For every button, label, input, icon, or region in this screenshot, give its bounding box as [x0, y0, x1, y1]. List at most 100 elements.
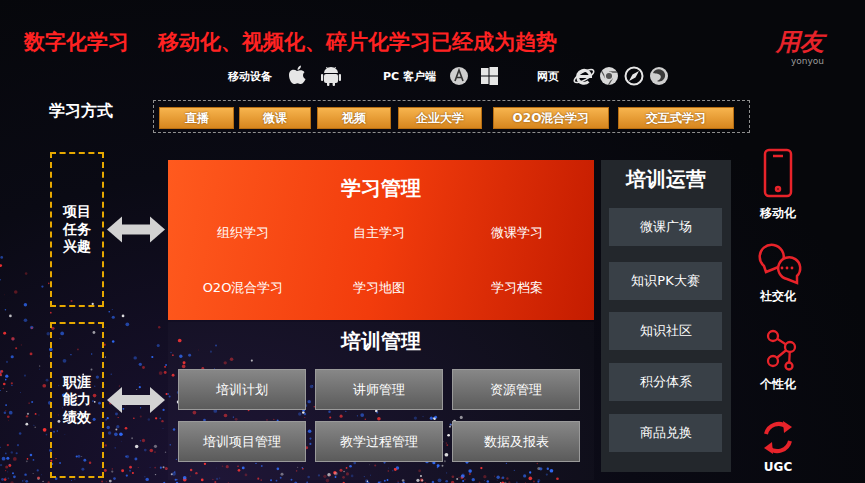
background-dot — [119, 385, 120, 386]
background-dot — [462, 480, 464, 482]
background-dot — [140, 415, 142, 417]
background-dot — [22, 480, 23, 481]
windows-pane — [481, 68, 489, 76]
panel-item: 学习档案 — [491, 279, 543, 297]
background-dot — [33, 459, 35, 461]
background-dot — [37, 477, 40, 480]
background-dot — [96, 375, 99, 378]
chat-dot — [786, 267, 789, 270]
background-dot — [504, 482, 506, 483]
background-dot — [154, 445, 157, 448]
driver-box: 职涯能力绩效 — [50, 322, 104, 478]
background-dot — [109, 401, 112, 404]
background-dot — [92, 303, 94, 305]
background-dot — [384, 480, 386, 482]
box-label: 知识社区 — [640, 322, 692, 340]
box-label: 交互式学习 — [646, 110, 706, 127]
method-group: 学习方式直播微课视频企业大学O2O混合学习交互式学习 — [153, 100, 750, 133]
background-dot — [93, 331, 96, 334]
background-dot — [138, 467, 139, 468]
box-label: 数据及报表 — [484, 433, 549, 451]
windows-pane — [490, 77, 499, 86]
background-dot — [25, 272, 28, 275]
background-dot — [112, 316, 115, 319]
background-dot — [104, 344, 106, 346]
box-label: 讲师管理 — [353, 381, 405, 399]
background-dot — [276, 480, 278, 482]
background-dot — [48, 481, 50, 483]
background-dot — [81, 455, 83, 457]
background-dot — [142, 439, 145, 442]
app-store-mark — [455, 70, 463, 81]
background-dot — [136, 389, 137, 390]
background-dot — [32, 473, 34, 475]
cycle-head — [783, 421, 792, 433]
background-dot — [57, 430, 58, 431]
background-dot — [0, 373, 2, 377]
background-dot — [0, 279, 1, 280]
background-dot — [108, 431, 111, 434]
background-dot — [176, 482, 178, 483]
feature-label: 社交化 — [760, 288, 796, 305]
background-dot — [98, 402, 101, 405]
training-box: 培训项目管理 — [178, 421, 306, 462]
background-dot — [116, 425, 119, 428]
background-dot — [30, 352, 33, 355]
background-dot — [343, 482, 345, 483]
background-dot — [92, 400, 94, 402]
training-box: 资源管理 — [452, 369, 580, 410]
background-dot — [74, 479, 75, 480]
background-dot — [126, 455, 129, 458]
background-dot — [1, 478, 4, 481]
background-dot — [104, 344, 105, 345]
background-dot — [7, 444, 9, 446]
background-dot — [38, 368, 40, 370]
box-label: 积分体系 — [640, 373, 692, 391]
background-dot — [17, 444, 19, 446]
background-dot — [163, 482, 165, 483]
cycle-head — [764, 442, 773, 454]
background-dot — [112, 340, 115, 343]
panel-item: 组织学习 — [217, 224, 269, 242]
background-dot — [111, 470, 113, 472]
background-dot — [71, 480, 73, 482]
windows-pane — [490, 67, 499, 76]
platform-label: 移动设备 — [228, 69, 272, 84]
background-dot — [16, 452, 18, 454]
background-dot — [537, 481, 539, 483]
background-dot — [160, 467, 162, 469]
background-dot — [42, 384, 46, 388]
background-dot — [63, 359, 67, 363]
background-dot — [533, 481, 535, 483]
background-dot — [107, 417, 109, 419]
background-dot — [12, 472, 14, 474]
background-dot — [145, 478, 148, 481]
operation-panel: 培训运营微课广场知识PK大赛知识社区积分体系商品兑换 — [601, 160, 731, 472]
background-dot — [154, 451, 156, 453]
background-dot — [11, 355, 14, 358]
feature-label: UGC — [764, 460, 792, 474]
background-dot — [378, 481, 381, 483]
background-dot — [26, 415, 28, 417]
background-dot — [139, 363, 142, 366]
chat-dot — [791, 267, 794, 270]
panel-heading: 学习管理 — [341, 175, 421, 202]
background-dot — [144, 476, 146, 478]
box-label: 培训项目管理 — [203, 433, 281, 451]
background-dot — [6, 390, 8, 392]
background-dot — [91, 369, 93, 371]
background-dot — [11, 451, 13, 453]
background-dot — [105, 444, 107, 446]
android-antenna — [327, 67, 336, 70]
windows-icon — [481, 67, 498, 85]
platform-label: PC 客户端 — [383, 69, 436, 84]
box-label: 项目任务兴趣 — [63, 203, 91, 256]
background-dot — [53, 431, 55, 433]
background-dot — [25, 423, 28, 426]
background-dot — [89, 462, 91, 464]
background-dot — [109, 480, 112, 483]
background-dot — [228, 482, 229, 483]
background-dot — [35, 413, 37, 415]
logo-mark: 用友 — [776, 26, 824, 58]
background-dot — [162, 409, 164, 411]
